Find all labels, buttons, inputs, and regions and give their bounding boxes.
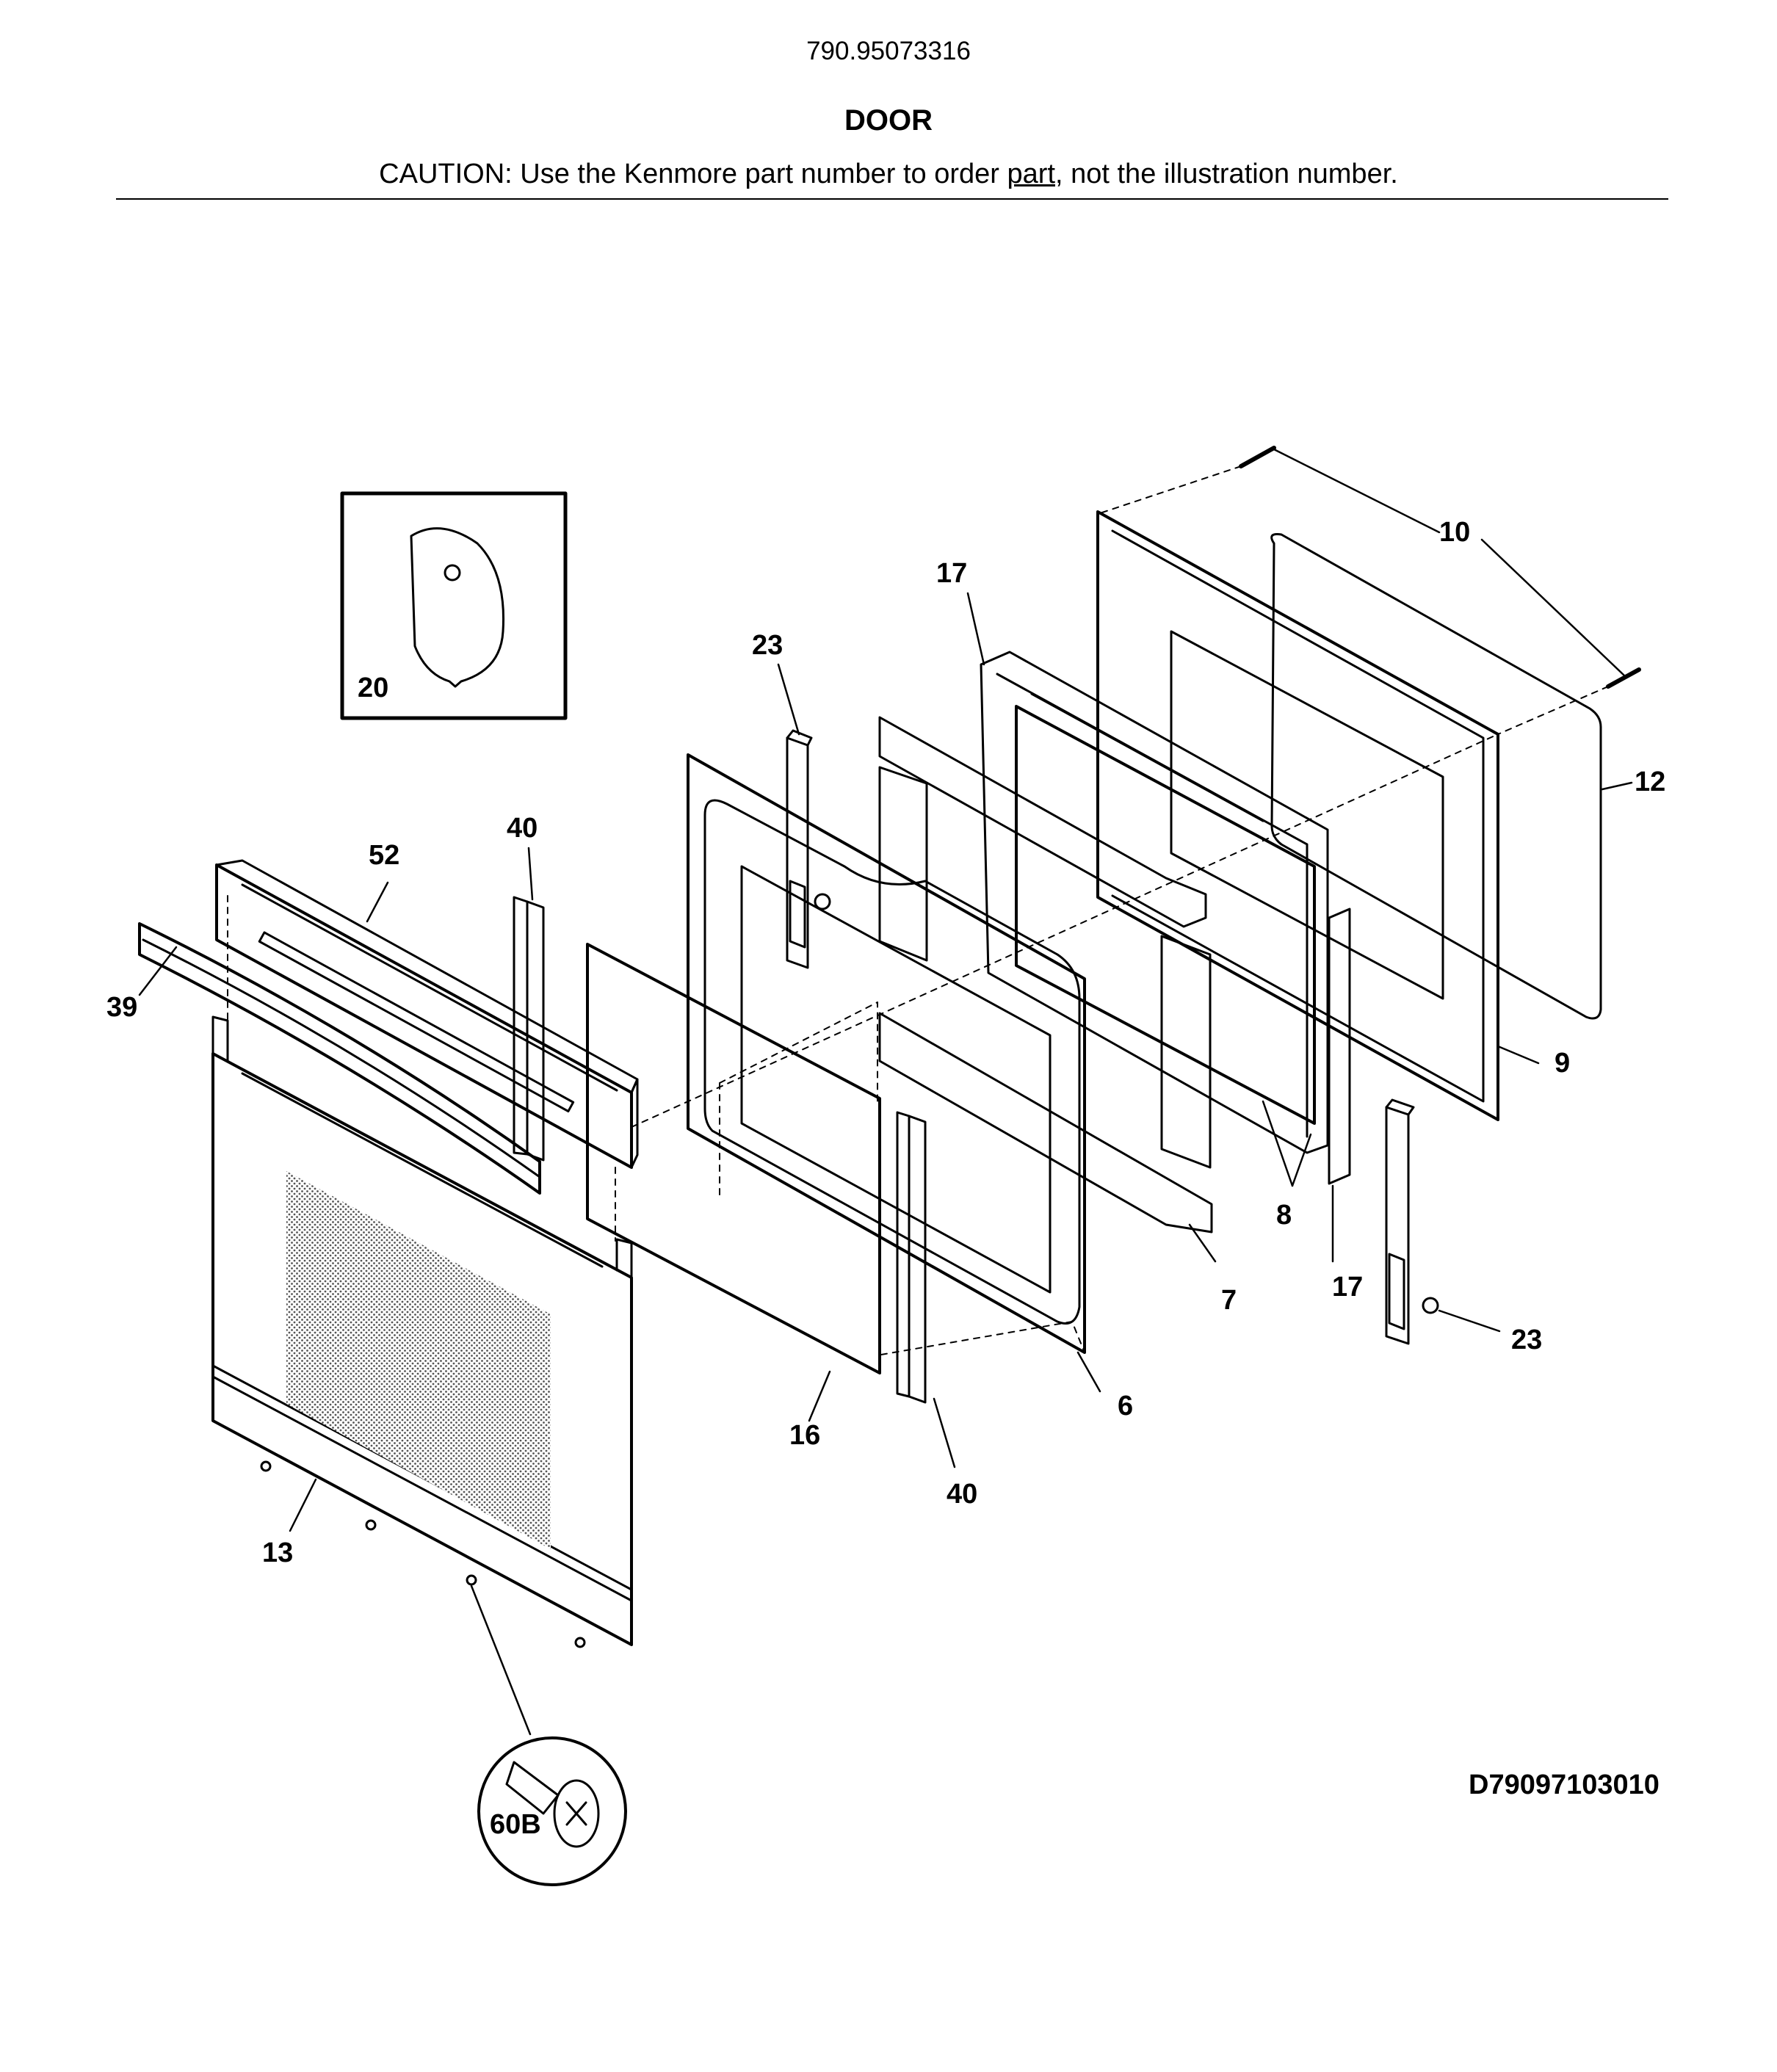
callout-8: 8: [1276, 1200, 1292, 1231]
callout-17-top: 17: [936, 558, 967, 589]
callout-52: 52: [369, 840, 399, 871]
leader-lines: [138, 448, 1633, 1736]
callout-labels: 10 17 23 20 12 40 52 39 9 8 7 17 23 6 16…: [106, 517, 1665, 1840]
part-16-glass: [586, 943, 881, 1374]
part-8-inner-glass: [1015, 692, 1316, 1125]
caution-text-end: , not the illustration number.: [1055, 159, 1398, 189]
callout-6: 6: [1118, 1391, 1133, 1421]
callout-7: 7: [1221, 1285, 1237, 1316]
callout-60b: 60B: [490, 1809, 541, 1840]
drawing-number: D79097103010: [1469, 1769, 1660, 1800]
part-60b-inset: [477, 1736, 627, 1886]
callout-9: 9: [1555, 1048, 1570, 1079]
caution-underlined-word: part: [1007, 159, 1055, 189]
part-20-inset: [340, 491, 568, 720]
part-52-vent-trim: [215, 859, 639, 1169]
part-7-insulation: [878, 716, 1213, 1234]
callout-13: 13: [262, 1537, 293, 1568]
callout-20: 20: [358, 673, 388, 703]
callout-39: 39: [106, 992, 137, 1023]
callout-23-bottom: 23: [1511, 1325, 1542, 1355]
callout-12: 12: [1635, 767, 1665, 797]
caution-note: CAUTION: Use the Kenmore part number to …: [0, 159, 1777, 190]
part-10-screws: [1239, 446, 1641, 689]
caution-text: CAUTION: Use the Kenmore part number to …: [379, 159, 1007, 189]
part-6-inner-frame: [687, 753, 1086, 1355]
callout-10: 10: [1439, 517, 1470, 548]
part-13-screws: [260, 1460, 586, 1648]
callout-17-bottom: 17: [1332, 1272, 1363, 1303]
part-40-brackets: [513, 896, 927, 1404]
model-number: 790.95073316: [806, 37, 971, 65]
alignment-lines: [227, 466, 1609, 1242]
callout-16: 16: [789, 1420, 820, 1451]
part-39-handle: [138, 922, 541, 1195]
callout-40-bottom: 40: [947, 1479, 977, 1510]
part-9-door-liner: [1096, 510, 1499, 1121]
callout-40-top: 40: [507, 813, 538, 844]
part-12-gasket: [1270, 533, 1602, 1020]
part-23-hinges: [786, 729, 1439, 1345]
callout-23-top: 23: [752, 630, 783, 661]
header-divider: [116, 198, 1668, 200]
section-title: DOOR: [844, 104, 933, 137]
